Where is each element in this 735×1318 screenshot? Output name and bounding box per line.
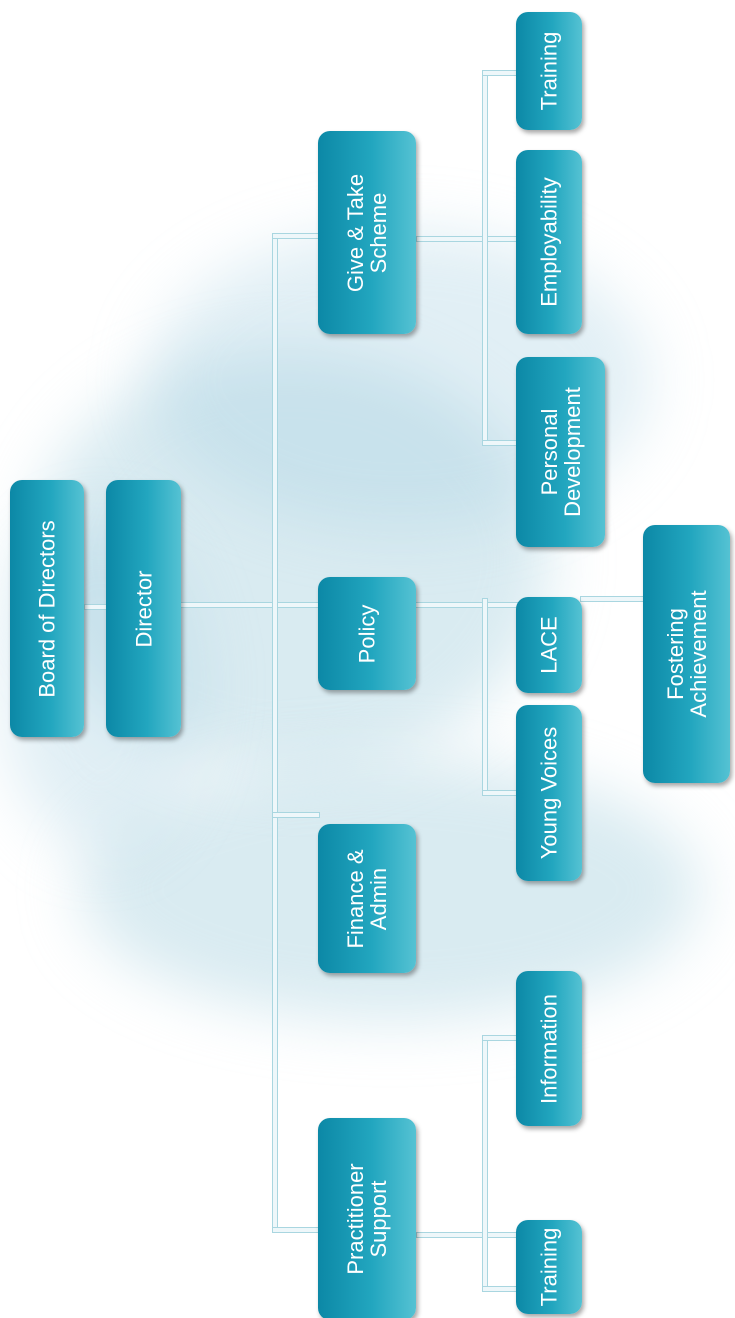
node-label: Practitioner Support bbox=[342, 1163, 391, 1275]
node-information: Information bbox=[516, 971, 582, 1126]
node-label: Young Voices bbox=[536, 726, 562, 860]
node-label: LACE bbox=[536, 616, 562, 674]
node-young-voices: Young Voices bbox=[516, 705, 582, 881]
connector-line bbox=[416, 1232, 520, 1238]
connector-line bbox=[482, 1286, 520, 1292]
connector-line bbox=[272, 1227, 320, 1233]
node-personal-development: Personal Development bbox=[516, 357, 605, 547]
node-label: Personal Development bbox=[536, 387, 585, 517]
connector-line bbox=[482, 440, 520, 446]
node-label: Information bbox=[536, 993, 562, 1104]
node-practitioner-support: Practitioner Support bbox=[318, 1118, 416, 1318]
connector-line bbox=[580, 596, 644, 602]
node-board-of-directors: Board of Directors bbox=[10, 480, 84, 737]
node-employability: Employability bbox=[516, 150, 582, 334]
connector-line bbox=[272, 812, 320, 818]
node-label: Training bbox=[536, 31, 562, 111]
connector-line bbox=[482, 790, 520, 796]
node-policy: Policy bbox=[318, 577, 416, 690]
node-label: Fostering Achievement bbox=[662, 590, 711, 718]
connector-line bbox=[272, 233, 320, 239]
connector-line bbox=[482, 598, 488, 794]
node-label: Policy bbox=[354, 604, 380, 663]
connector-line bbox=[482, 70, 520, 76]
node-label: Board of Directors bbox=[34, 519, 60, 698]
node-finance-and-admin: Finance & Admin bbox=[318, 824, 416, 973]
node-label: Give & Take Scheme bbox=[342, 173, 391, 292]
connector-line bbox=[482, 70, 488, 444]
node-gt-training: Training bbox=[516, 12, 582, 130]
connector-line bbox=[84, 604, 108, 610]
connector-line bbox=[482, 1035, 520, 1041]
connector-line bbox=[482, 1035, 488, 1290]
node-lace: LACE bbox=[516, 597, 582, 693]
node-label: Employability bbox=[536, 177, 562, 307]
connector-line bbox=[416, 236, 520, 242]
node-label: Director bbox=[130, 569, 156, 648]
node-label: Training bbox=[536, 1227, 562, 1307]
connector-line bbox=[272, 233, 278, 1233]
node-give-and-take-scheme: Give & Take Scheme bbox=[318, 131, 416, 334]
node-label: Finance & Admin bbox=[342, 848, 391, 949]
node-director: Director bbox=[106, 480, 181, 737]
node-ps-training: Training bbox=[516, 1220, 582, 1314]
node-fostering-achievement: Fostering Achievement bbox=[643, 525, 730, 783]
